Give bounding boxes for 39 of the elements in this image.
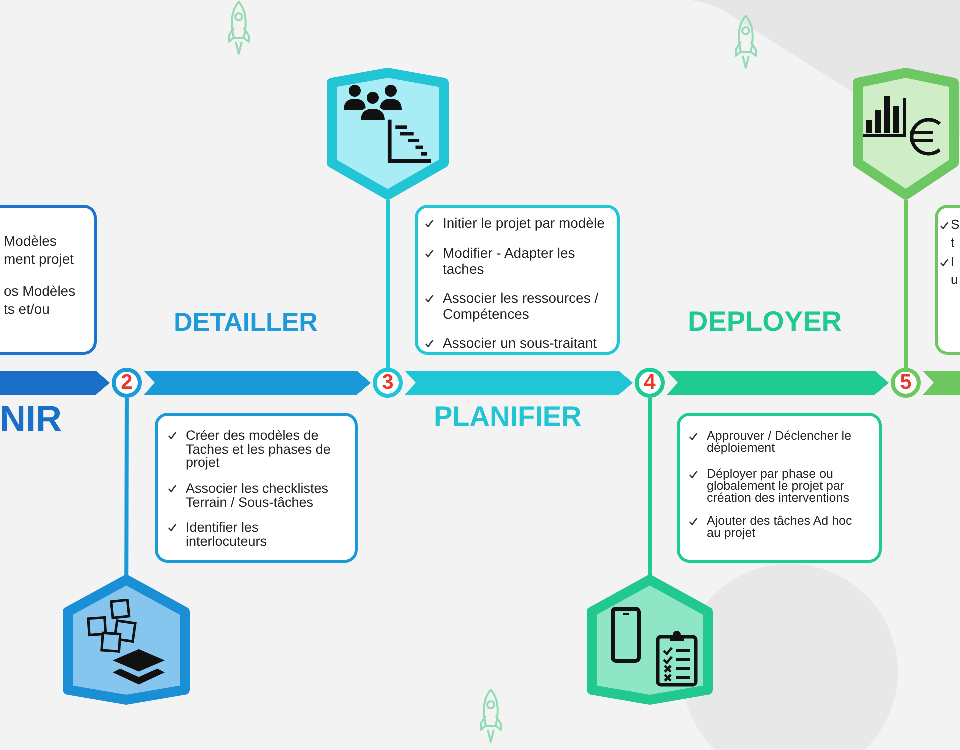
connector-line (648, 398, 652, 575)
hexagon-badge (587, 575, 713, 705)
checklist-item: os Modèles ts et/ou (4, 282, 77, 318)
checklist-item: Associer un sous-traitant (443, 335, 598, 351)
checklist-card (0, 205, 97, 355)
checklist-card (415, 205, 620, 355)
checklist-item: Associer les ressources / Compétences (443, 290, 600, 322)
connector-line (124, 398, 129, 575)
phase-title: DEPLOYER (688, 308, 842, 336)
hexagon-badge (63, 575, 190, 705)
checklist-item: Créer des modèles de Taches et les phases de projet (186, 429, 332, 470)
checklist-item: Modifier - Adapter les taches (443, 245, 576, 277)
chevron-arrow (144, 371, 371, 395)
chevron-arrow (0, 371, 110, 395)
checklist-item: Initier le projet par modèle (443, 215, 606, 231)
phase-title: NIR (0, 401, 62, 437)
phase-title: DETAILLER (174, 309, 318, 335)
checklist-item: Associer les checklistes Terrain / Sous-tâches (186, 482, 330, 509)
connector-line (904, 200, 908, 368)
hexagon-badge (853, 68, 959, 200)
step-circle: 2 (112, 368, 142, 398)
connector-line (386, 200, 390, 368)
step-circle: 3 (373, 368, 403, 398)
checklist-item: Identifier les interlocuteurs (186, 521, 268, 548)
checklist-item: Modèles ment projet (4, 232, 76, 268)
checklist-item: Ajouter des tâches Ad hoc au projet (707, 515, 854, 539)
checklist-card (155, 413, 358, 563)
step-circle: 5 (891, 368, 921, 398)
checklist-item: Déployer par phase ou globalement le projet par création des interventions (707, 468, 850, 504)
chevron-arrow (405, 371, 633, 395)
phase-title: PLANIFIER (434, 403, 582, 431)
checklist-item: S t (951, 216, 960, 252)
checklist-card (677, 413, 882, 563)
step-circle: 4 (635, 368, 665, 398)
checklist-card (935, 205, 960, 355)
checklist-item: I u (951, 253, 960, 289)
checklist-item: Approuver / Déclencher le déploiement (707, 430, 853, 454)
chevron-arrow (667, 371, 889, 395)
hexagon-badge (327, 68, 449, 200)
